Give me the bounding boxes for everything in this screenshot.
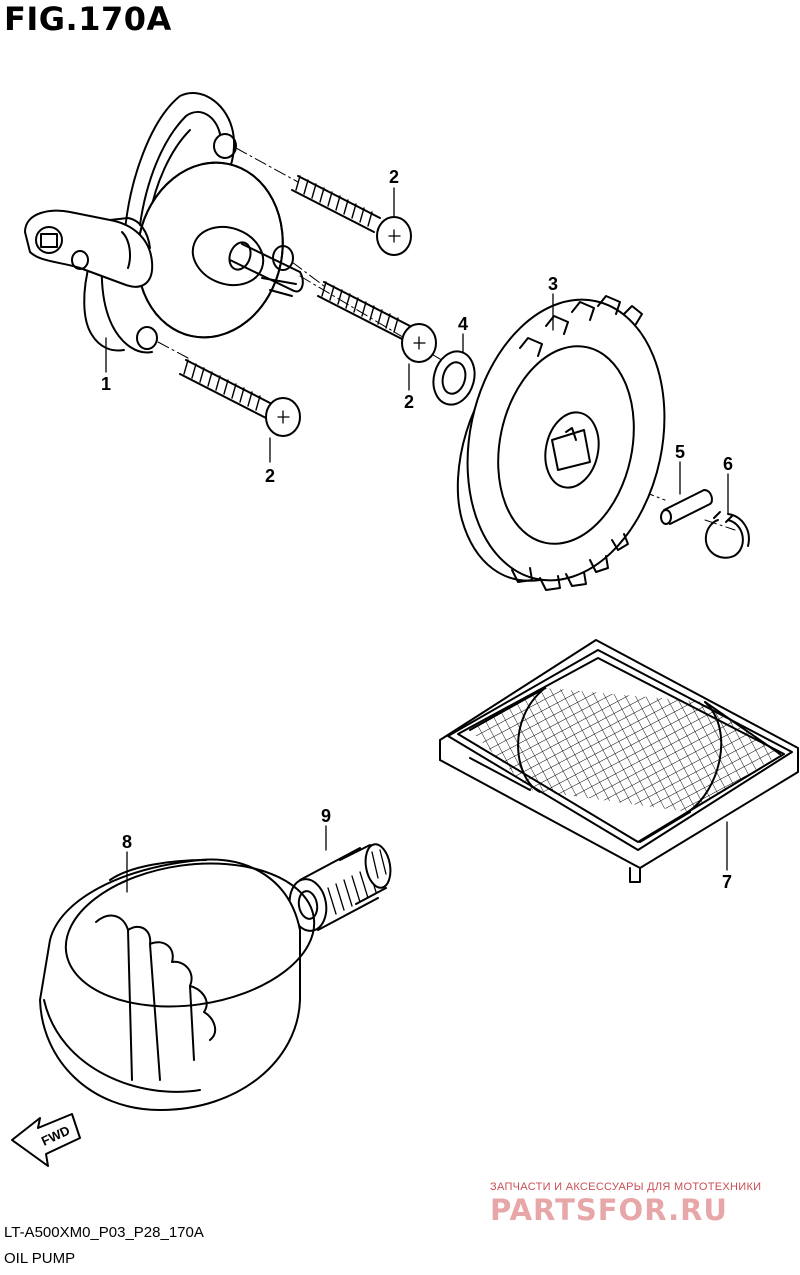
leader-lines	[105, 187, 729, 893]
callout-2-middle: 2	[404, 392, 414, 412]
fwd-arrow	[11, 1113, 81, 1167]
pin	[660, 489, 713, 525]
callout-1: 1	[101, 374, 111, 394]
oil-pump-body	[24, 92, 304, 354]
union-bolt	[288, 843, 392, 932]
callout-8: 8	[122, 832, 132, 852]
callout-3: 3	[548, 274, 558, 294]
callout-9: 9	[321, 806, 331, 826]
watermark-brand: PARTSFOR.RU	[490, 1193, 728, 1227]
washer	[432, 350, 476, 406]
oil-filter	[39, 858, 316, 1111]
oil-strainer	[439, 639, 799, 883]
figure-code: LT-A500XM0_P03_P28_170A	[4, 1224, 204, 1241]
figure-name: OIL PUMP	[4, 1250, 76, 1267]
watermark-caption: ЗАПЧАСТИ И АКСЕССУАРЫ ДЛЯ МОТОТЕХНИКИ	[490, 1181, 762, 1193]
oil-pump-gear	[456, 295, 666, 591]
bolt-upper	[291, 175, 412, 256]
callout-5: 5	[675, 442, 685, 462]
figure-title: FIG.170A	[4, 0, 172, 38]
callout-2-upper: 2	[389, 167, 399, 187]
callout-2-lower: 2	[265, 466, 275, 486]
bolt-middle	[317, 281, 437, 363]
bolt-lower	[179, 359, 301, 437]
callout-7: 7	[722, 872, 732, 892]
callout-4: 4	[458, 314, 468, 334]
callout-6: 6	[723, 454, 733, 474]
circlip	[704, 511, 750, 559]
